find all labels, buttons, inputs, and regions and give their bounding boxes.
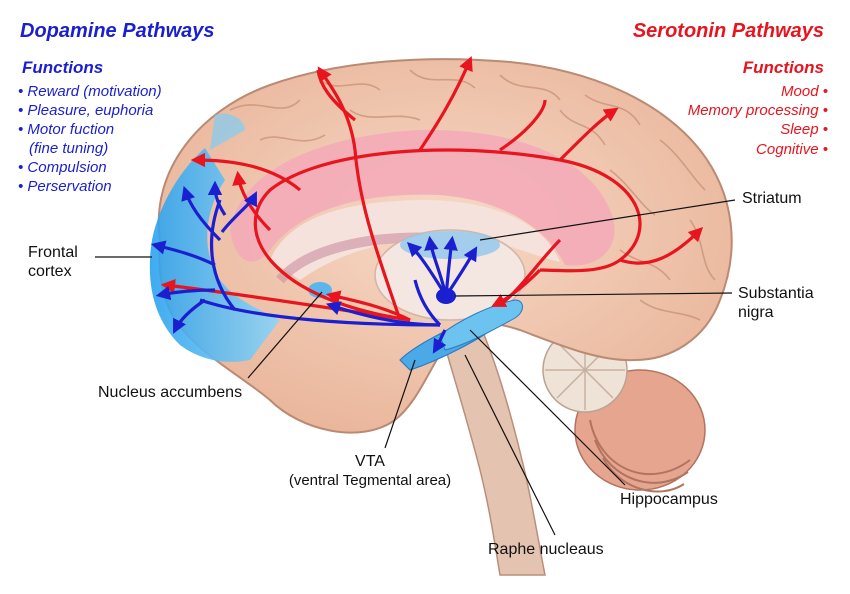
dopamine-function-item: • Compulsion xyxy=(18,159,107,176)
substantia-nigra-label-line1: Substantia xyxy=(738,285,814,302)
vta-leader xyxy=(384,359,416,449)
serotonin-pathways xyxy=(160,56,704,322)
serotonin-title: Serotonin Pathways xyxy=(632,20,824,42)
serotonin-function-item: Memory processing • xyxy=(687,102,828,119)
vta-label-line2: (ventral Tegmental area) xyxy=(288,472,452,489)
leader-lines xyxy=(95,199,736,536)
serotonin-function-item: Mood • xyxy=(781,83,828,100)
dopamine-title: Dopamine Pathways xyxy=(20,20,215,42)
hippocampus-leader xyxy=(469,329,626,486)
raphe-nucleus-label: Raphe nucleaus xyxy=(488,541,604,558)
nucleus-accumbens-label: Nucleus accumbens xyxy=(98,384,243,401)
dopamine-function-item: • Reward (motivation) xyxy=(18,83,162,100)
frontal-cortex-label-line2: cortex xyxy=(28,263,72,280)
hippocampus-region xyxy=(439,299,523,351)
vta-label: VTA (ventral Tegmental area) xyxy=(270,452,470,490)
frontal-cortex-label: Frontal cortex xyxy=(28,243,78,281)
gyri xyxy=(229,69,716,321)
dopamine-function-item: • Perservation xyxy=(18,178,112,195)
hippocampus-label: Hippocampus xyxy=(620,491,718,508)
dopamine-function-item: • Pleasure, euphoria xyxy=(18,102,154,119)
serotonin-functions-title: Functions xyxy=(742,58,824,77)
dopamine-function-item: • Motor fuction xyxy=(18,121,115,138)
dopamine-functions-title: Functions xyxy=(22,58,104,77)
striatum-leader xyxy=(479,199,736,241)
serotonin-function-item: Sleep • xyxy=(780,121,828,138)
striatum-label: Striatum xyxy=(742,190,802,207)
dopamine-pathways xyxy=(150,180,478,354)
substantia-nigra-leader xyxy=(454,292,733,297)
serotonin-function-item: Cognitive • xyxy=(756,141,828,158)
raphe-nucleus-leader xyxy=(464,354,556,536)
frontal-cortex-label-line1: Frontal xyxy=(28,244,78,261)
nucleus-accumbens-leader xyxy=(247,291,323,379)
substantia-nigra-label: Substantia nigra xyxy=(738,284,814,322)
vta-label-line1: VTA xyxy=(355,453,385,470)
brain-stem xyxy=(439,324,546,576)
substantia-nigra-label-line2: nigra xyxy=(738,304,774,321)
dopamine-function-item: (fine tuning) xyxy=(29,140,109,157)
